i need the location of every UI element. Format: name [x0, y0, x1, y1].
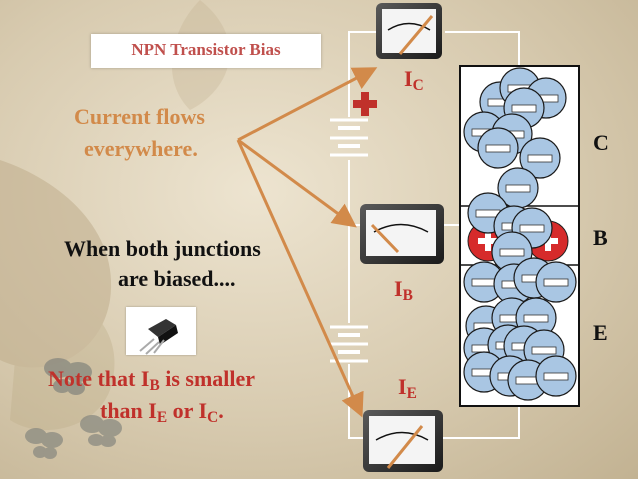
battery-icon	[330, 118, 368, 157]
note-line2: than IE or IC.	[100, 398, 224, 427]
ammeter-icon	[363, 410, 443, 472]
butterfly-icon	[25, 428, 63, 459]
ie-label-sub: E	[406, 384, 417, 402]
current-flows-line1: Current flows	[74, 104, 205, 129]
ib-label-main: I	[394, 276, 403, 301]
junctions-line2: are biased....	[118, 266, 236, 291]
ammeter-icon	[376, 3, 442, 59]
note-line1-pre: Note that I	[48, 366, 150, 391]
title-box: NPN Transistor Bias	[91, 34, 321, 68]
region-label-collector: C	[593, 130, 609, 155]
ic-label-sub: C	[412, 76, 424, 94]
electron-icon	[477, 127, 519, 169]
note-line2-sub2: C	[207, 408, 219, 426]
electron-cloud	[463, 67, 577, 401]
ammeter-icon	[360, 204, 444, 264]
ie-label-main: I	[398, 374, 407, 399]
note-line1-post: is smaller	[159, 366, 256, 391]
note-line1-sub: B	[149, 376, 160, 394]
note-line2-sub1: E	[156, 408, 168, 426]
region-label-base: B	[593, 225, 608, 250]
ib-label: IB	[394, 276, 413, 305]
ib-label-sub: B	[402, 286, 413, 304]
current-flows-line2: everywhere.	[84, 136, 198, 161]
ie-label: IE	[398, 374, 417, 403]
note-line1: Note that IB is smaller	[48, 366, 255, 395]
plus-sign-icon	[353, 92, 377, 116]
transistor-photo-icon	[126, 307, 196, 355]
electron-icon	[519, 137, 561, 179]
ic-label-main: I	[404, 66, 413, 91]
note-line2-mid: or I	[167, 398, 208, 423]
junctions-line1: When both junctions	[64, 236, 261, 261]
note-line2-pre: than I	[100, 398, 157, 423]
region-label-emitter: E	[593, 320, 608, 345]
electron-icon	[535, 355, 577, 397]
butterfly-icon	[80, 415, 122, 447]
current-arrows	[236, 67, 378, 418]
butterfly-icon	[44, 358, 92, 395]
ic-label: IC	[404, 66, 424, 95]
slide-title: NPN Transistor Bias	[131, 40, 281, 59]
electron-icon	[535, 261, 577, 303]
note-line2-post: .	[218, 398, 224, 423]
